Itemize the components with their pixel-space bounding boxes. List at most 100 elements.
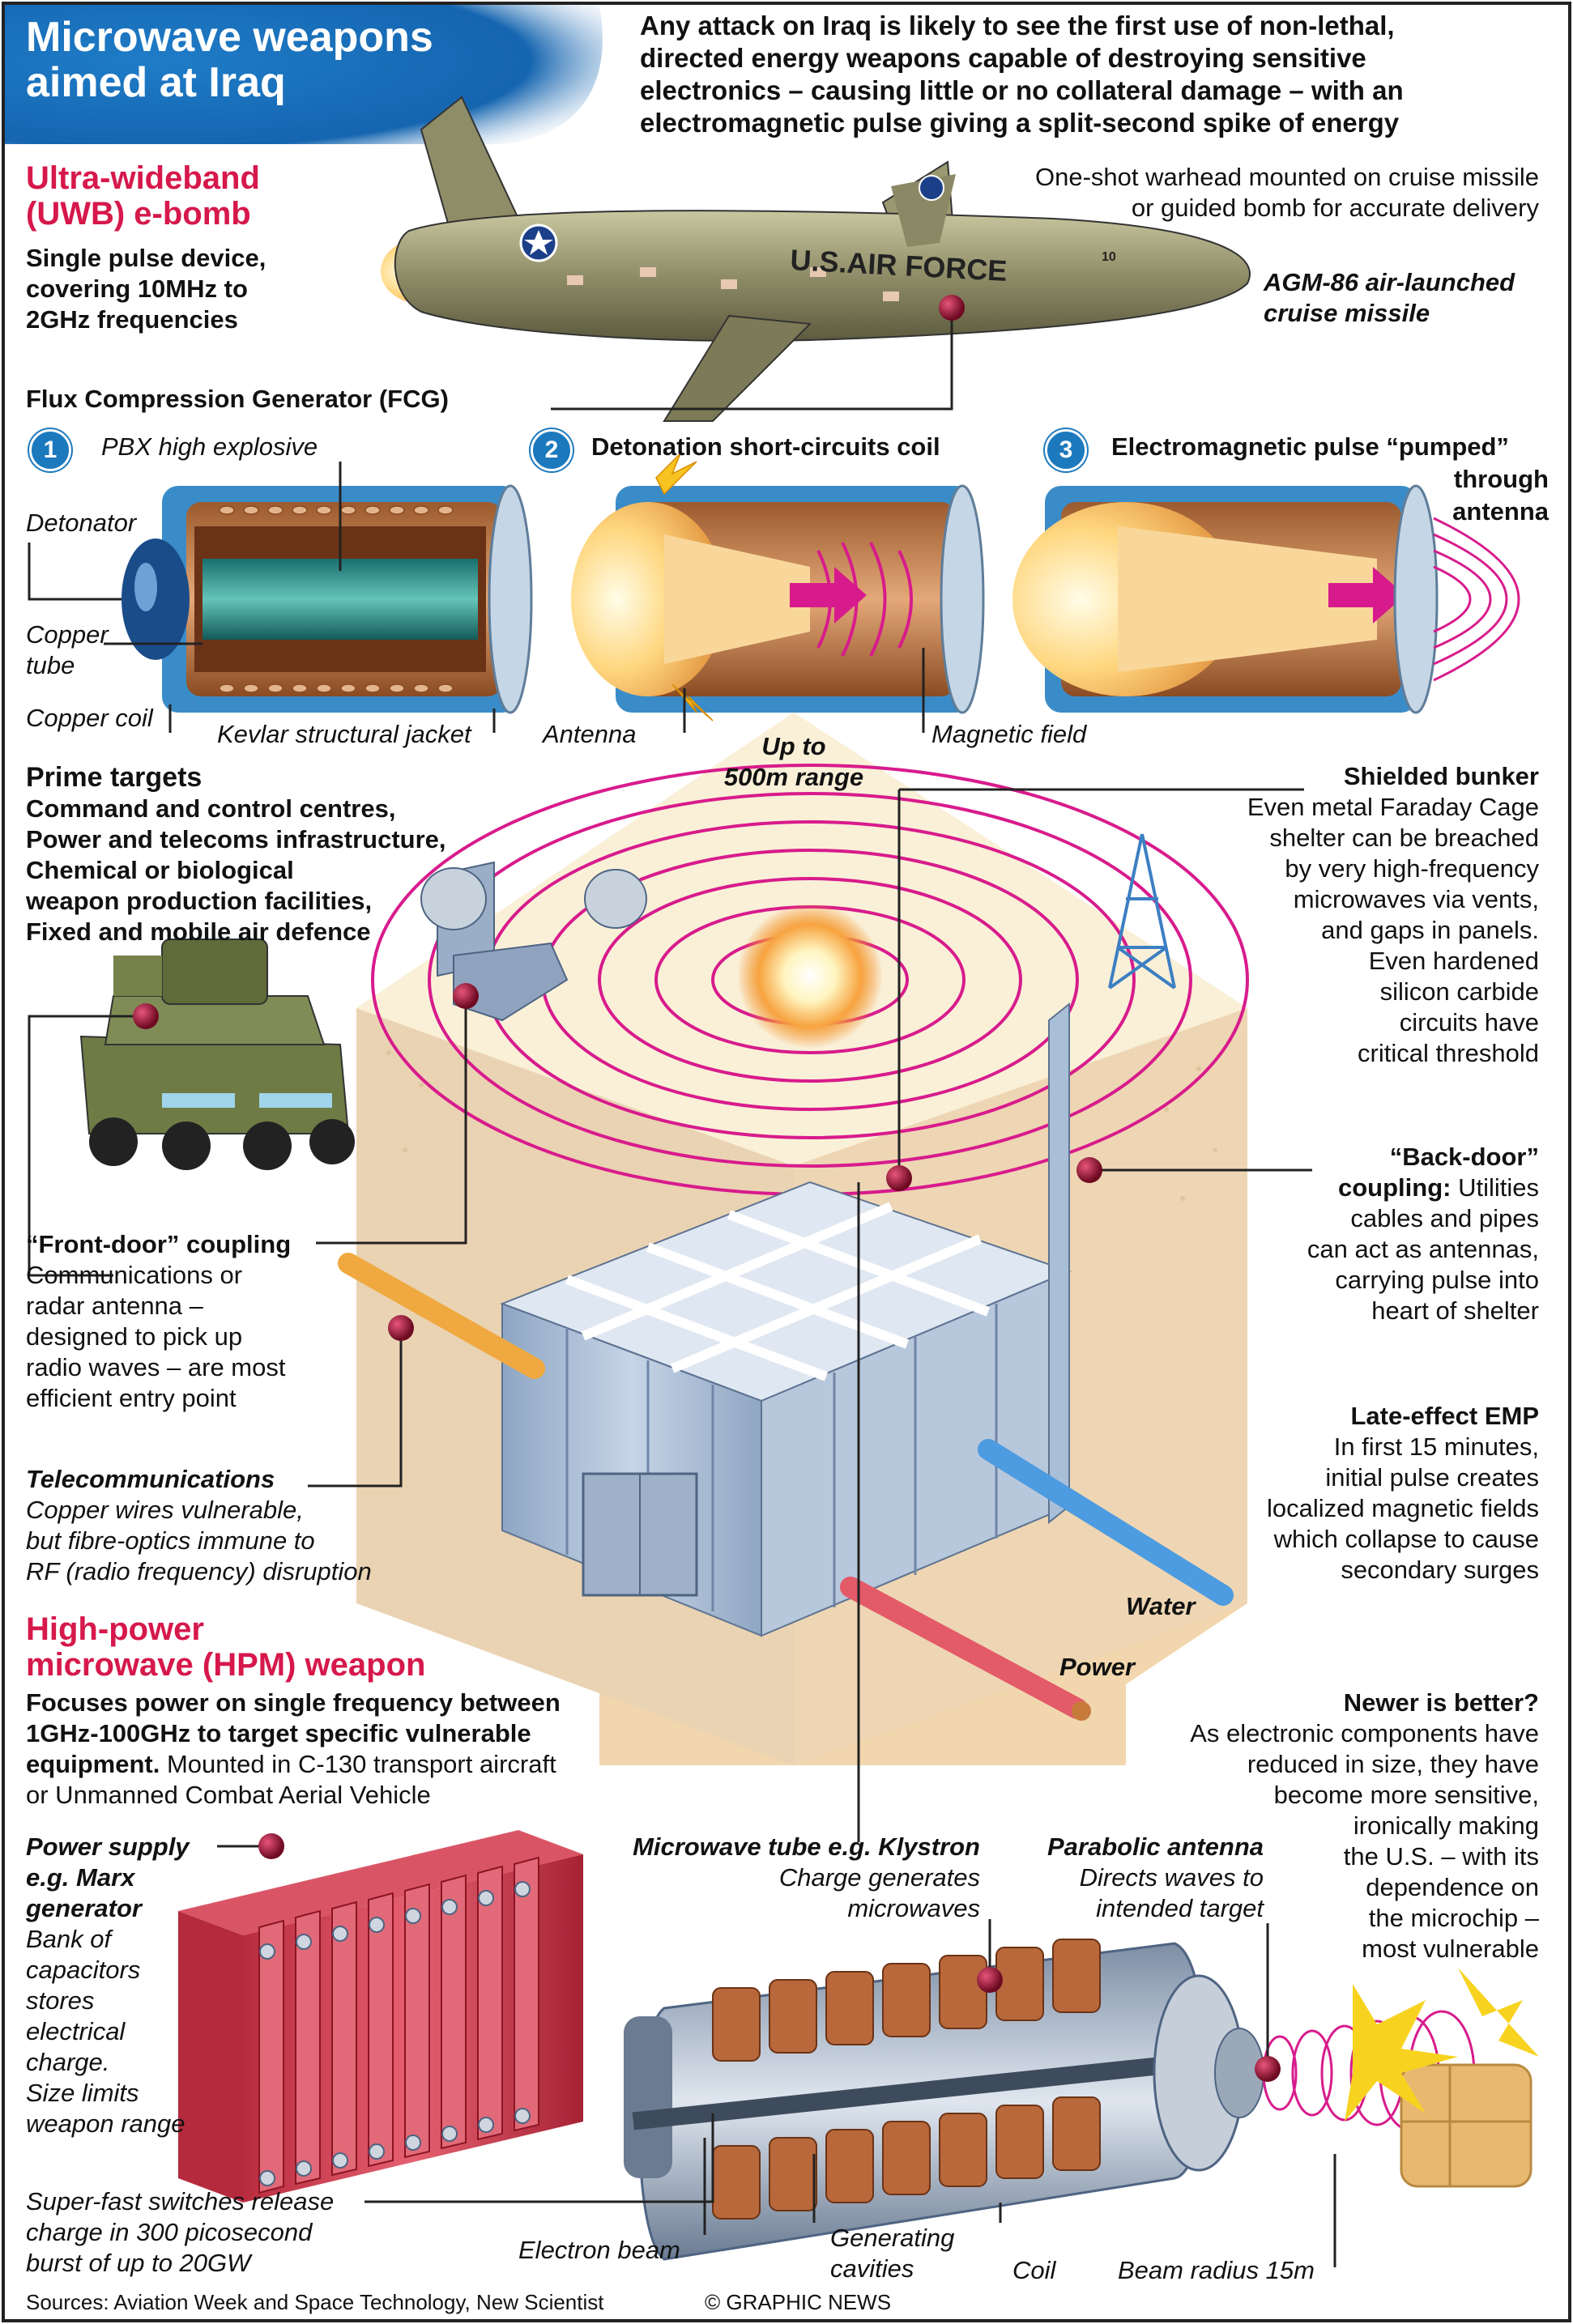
sources-credit: Sources: Aviation Week and Space Technol… <box>26 2290 604 2314</box>
late-emp-line: localized magnetic fields <box>1266 1494 1539 1522</box>
newer-line: As electronic components have <box>1190 1719 1539 1747</box>
range-line: Up to <box>761 732 826 760</box>
bunker-line: Even metal Faraday Cage <box>1247 793 1539 821</box>
uwb-desc-line: covering 10MHz to <box>26 275 248 303</box>
parabolic-caption: Parabolic antenna Directs waves to inten… <box>1004 1832 1264 1924</box>
bunker-line: silicon carbide <box>1379 977 1539 1006</box>
bunker-line: circuits have <box>1399 1008 1539 1036</box>
power-supply-line: Size limits <box>26 2079 139 2107</box>
antenna-label: Antenna <box>543 720 637 748</box>
copper-coil-label: Copper coil <box>26 704 153 732</box>
prime-target-item: Chemical or biological <box>26 856 294 884</box>
generating-line: Generating <box>830 2224 955 2252</box>
power-supply-caption: Power supply e.g. Marx generator Bank of… <box>26 1832 190 2139</box>
power-supply-line: charge. <box>26 2048 110 2076</box>
bunker-line: by very high-frequency <box>1285 854 1539 883</box>
prime-target-item: Power and telecoms infrastructure, <box>26 825 446 853</box>
power-supply-heading-line: generator <box>26 1894 142 1922</box>
fcg-label: Flux Compression Generator (FCG) <box>26 385 449 413</box>
front-door-line: radar antenna – <box>26 1292 203 1320</box>
newer-heading: Newer is better? <box>1343 1688 1539 1717</box>
hpm-bold-fragment: equipment. <box>26 1750 160 1778</box>
hpm-bold-line: Focuses power on single frequency betwee… <box>26 1688 561 1717</box>
step-3-label-line-3: antenna <box>1452 497 1549 526</box>
warhead-line: One-shot warhead mounted on cruise missi… <box>1034 163 1539 191</box>
shielded-bunker-heading: Shielded bunker <box>1343 762 1539 790</box>
pbx-label: PBX high explosive <box>101 432 318 461</box>
newer-caption: Newer is better? As electronic component… <box>1085 1688 1539 1964</box>
klystron-line: Charge generates <box>778 1863 980 1892</box>
intro-line: electronics – causing little or no colla… <box>640 75 1404 105</box>
intro-line: Any attack on Iraq is likely to see the … <box>640 11 1395 40</box>
front-door-caption: “Front-door” coupling Communications or … <box>26 1229 291 1414</box>
back-door-line: carrying pulse into <box>1335 1266 1539 1294</box>
late-emp-line: which collapse to cause <box>1273 1525 1539 1553</box>
missile-number: 10 <box>1102 250 1116 264</box>
intro-line: electromagnetic pulse giving a split-sec… <box>640 108 1400 138</box>
prime-target-item: weapon production facilities, <box>26 887 373 915</box>
intro-text: Any attack on Iraq is likely to see the … <box>640 10 1555 139</box>
switches-line: charge in 300 picosecond <box>26 2218 313 2246</box>
newer-line: the U.S. – with its <box>1343 1842 1539 1871</box>
hpm-description: Focuses power on single frequency betwee… <box>26 1688 561 1811</box>
front-door-line: efficient entry point <box>26 1384 237 1412</box>
power-label: Power <box>1059 1653 1136 1681</box>
klystron-line: microwaves <box>847 1894 980 1922</box>
bunker-line: Even hardened <box>1368 947 1539 975</box>
late-emp-caption: Late-effect EMP In first 15 minutes, ini… <box>1166 1401 1539 1586</box>
uwb-description: Single pulse device, covering 10MHz to 2… <box>26 243 266 335</box>
kevlar-label: Kevlar structural jacket <box>217 720 471 748</box>
range-line: 500m range <box>723 763 864 791</box>
newer-line: become more sensitive, <box>1273 1781 1539 1809</box>
bunker-line: microwaves via vents, <box>1293 885 1539 913</box>
intro-line: directed energy weapons capable of destr… <box>640 43 1366 73</box>
newer-line: the microchip – <box>1368 1904 1539 1932</box>
newer-line: ironically making <box>1353 1811 1539 1840</box>
uwb-heading: Ultra-wideband (UWB) e-bomb <box>26 160 260 232</box>
cruise-missile-illustration: U.S.AIR FORCE 10 <box>381 96 1251 422</box>
copper-tube-line: tube <box>26 651 75 679</box>
prime-target-item: Command and control centres, <box>26 794 396 823</box>
step-3-badge: 3 <box>1045 429 1087 471</box>
step-2-badge: 2 <box>531 429 573 471</box>
step-3-label-line-1: Electromagnetic pulse “pumped” <box>1111 432 1509 461</box>
front-door-line: designed to pick up <box>26 1322 243 1351</box>
title-line-2: aimed at Iraq <box>26 59 286 106</box>
switches-line: Super-fast switches release <box>26 2187 335 2215</box>
copper-tube-label: Copper tube <box>26 619 109 681</box>
fcg-stage-1-illustration <box>28 462 533 733</box>
generating-cavities-label: Generating cavities <box>830 2223 954 2284</box>
power-supply-line: Bank of <box>26 1925 112 1953</box>
late-emp-heading: Late-effect EMP <box>1350 1402 1539 1430</box>
newer-line: reduced in size, they have <box>1247 1750 1539 1778</box>
back-door-line-2: coupling: Utilities <box>1199 1173 1539 1203</box>
detonator-label: Detonator <box>26 509 137 537</box>
missile-line: cruise missile <box>1264 299 1430 327</box>
power-supply-line: stores <box>26 1986 95 2015</box>
back-door-caption: “Back-door” coupling: Utilities cables a… <box>1199 1142 1539 1326</box>
coil-label: Coil <box>1012 2256 1056 2284</box>
shielded-bunker-caption: Shielded bunker Even metal Faraday Cage … <box>1134 761 1539 1069</box>
power-supply-heading-line: Power supply <box>26 1832 190 1861</box>
telecom-heading: Telecommunications <box>26 1465 275 1493</box>
front-door-line: Communications or <box>26 1261 243 1289</box>
uwb-desc-line: 2GHz frequencies <box>26 305 238 334</box>
back-door-line: heart of shelter <box>1371 1296 1539 1325</box>
step-1-badge: 1 <box>29 429 71 471</box>
marker-beads <box>133 295 1281 2082</box>
power-supply-line: weapon range <box>26 2109 185 2138</box>
hpm-heading-line-1: High-power <box>26 1611 204 1647</box>
warhead-line: or guided bomb for accurate delivery <box>1131 194 1539 222</box>
newer-line: dependence on <box>1366 1873 1539 1901</box>
hpm-text-fragment: Mounted in C-130 transport aircraft <box>160 1750 556 1778</box>
power-supply-line: electrical <box>26 2017 126 2045</box>
bunker-scene-illustration <box>338 713 1249 1765</box>
telecom-line: but fibre-optics immune to <box>26 1526 315 1555</box>
fcg-stage-2-illustration <box>571 453 985 733</box>
late-emp-line: initial pulse creates <box>1325 1463 1539 1492</box>
klystron-heading: Microwave tube e.g. Klystron <box>633 1832 980 1861</box>
uwb-heading-line-2: (UWB) e-bomb <box>26 196 251 232</box>
missile-line: AGM-86 air-launched <box>1264 268 1515 296</box>
